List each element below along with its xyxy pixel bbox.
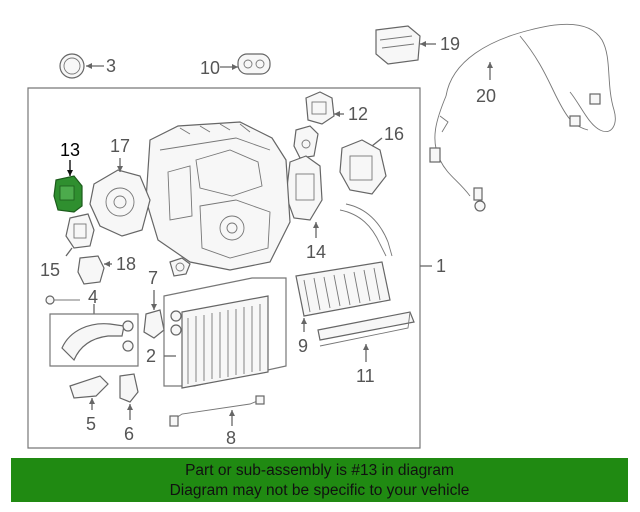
part-10-pad bbox=[220, 53, 271, 75]
part-14-actuator bbox=[285, 155, 323, 238]
callout-19: 19 bbox=[440, 34, 460, 54]
callout-14: 14 bbox=[306, 242, 326, 262]
callout-18: 18 bbox=[116, 254, 136, 274]
callout-1: 1 bbox=[436, 256, 446, 276]
callout-8: 8 bbox=[226, 428, 236, 448]
part-12-actuator bbox=[305, 91, 344, 125]
callout-16: 16 bbox=[384, 124, 404, 144]
callout-13: 13 bbox=[60, 140, 80, 160]
part-16-actuator bbox=[339, 137, 387, 195]
callout-3: 3 bbox=[106, 56, 116, 76]
part-9-heater-core bbox=[295, 203, 393, 332]
callout-5: 5 bbox=[86, 414, 96, 434]
assembly-frame bbox=[27, 87, 421, 449]
part-13-highlighted bbox=[53, 160, 83, 213]
part-15-sensor bbox=[65, 213, 95, 257]
callout-10: 10 bbox=[200, 58, 220, 78]
part-18-connector bbox=[77, 255, 112, 285]
callout-7: 7 bbox=[148, 268, 158, 288]
parts-diagram: 1 2 3 4 5 6 7 8 9 10 11 12 13 14 15 16 1… bbox=[27, 23, 616, 449]
bracket-near-12 bbox=[293, 125, 319, 159]
part-3-grommet bbox=[59, 53, 104, 79]
callout-2: 2 bbox=[146, 346, 156, 366]
callout-11: 11 bbox=[356, 366, 375, 386]
callout-6: 6 bbox=[124, 424, 134, 444]
callout-4: 4 bbox=[88, 287, 98, 307]
footer-line-disclaimer: Diagram may not be specific to your vehi… bbox=[169, 482, 470, 499]
footer-banner: Part or sub-assembly is #13 in diagram D… bbox=[11, 458, 628, 502]
part-7-sensor bbox=[143, 290, 165, 339]
part-4-group bbox=[45, 295, 139, 367]
hvac-housing bbox=[145, 121, 291, 271]
small-gear bbox=[169, 257, 191, 277]
callout-15: 15 bbox=[40, 260, 60, 280]
callout-12: 12 bbox=[348, 104, 368, 124]
part-8-sensor-wire bbox=[169, 395, 265, 427]
footer-line-part-number: Part or sub-assembly is #13 in diagram bbox=[185, 462, 454, 479]
part-19-module bbox=[375, 25, 436, 65]
callout-17: 17 bbox=[110, 136, 130, 156]
callout-9: 9 bbox=[298, 336, 308, 356]
part-11-tube bbox=[317, 311, 415, 362]
callout-20: 20 bbox=[476, 86, 496, 106]
part-6-bracket bbox=[119, 373, 139, 420]
part-5-duct bbox=[69, 375, 109, 410]
part-17-blower bbox=[89, 158, 151, 237]
part-20-harness bbox=[429, 23, 616, 212]
part-2-evaporator bbox=[163, 277, 287, 389]
